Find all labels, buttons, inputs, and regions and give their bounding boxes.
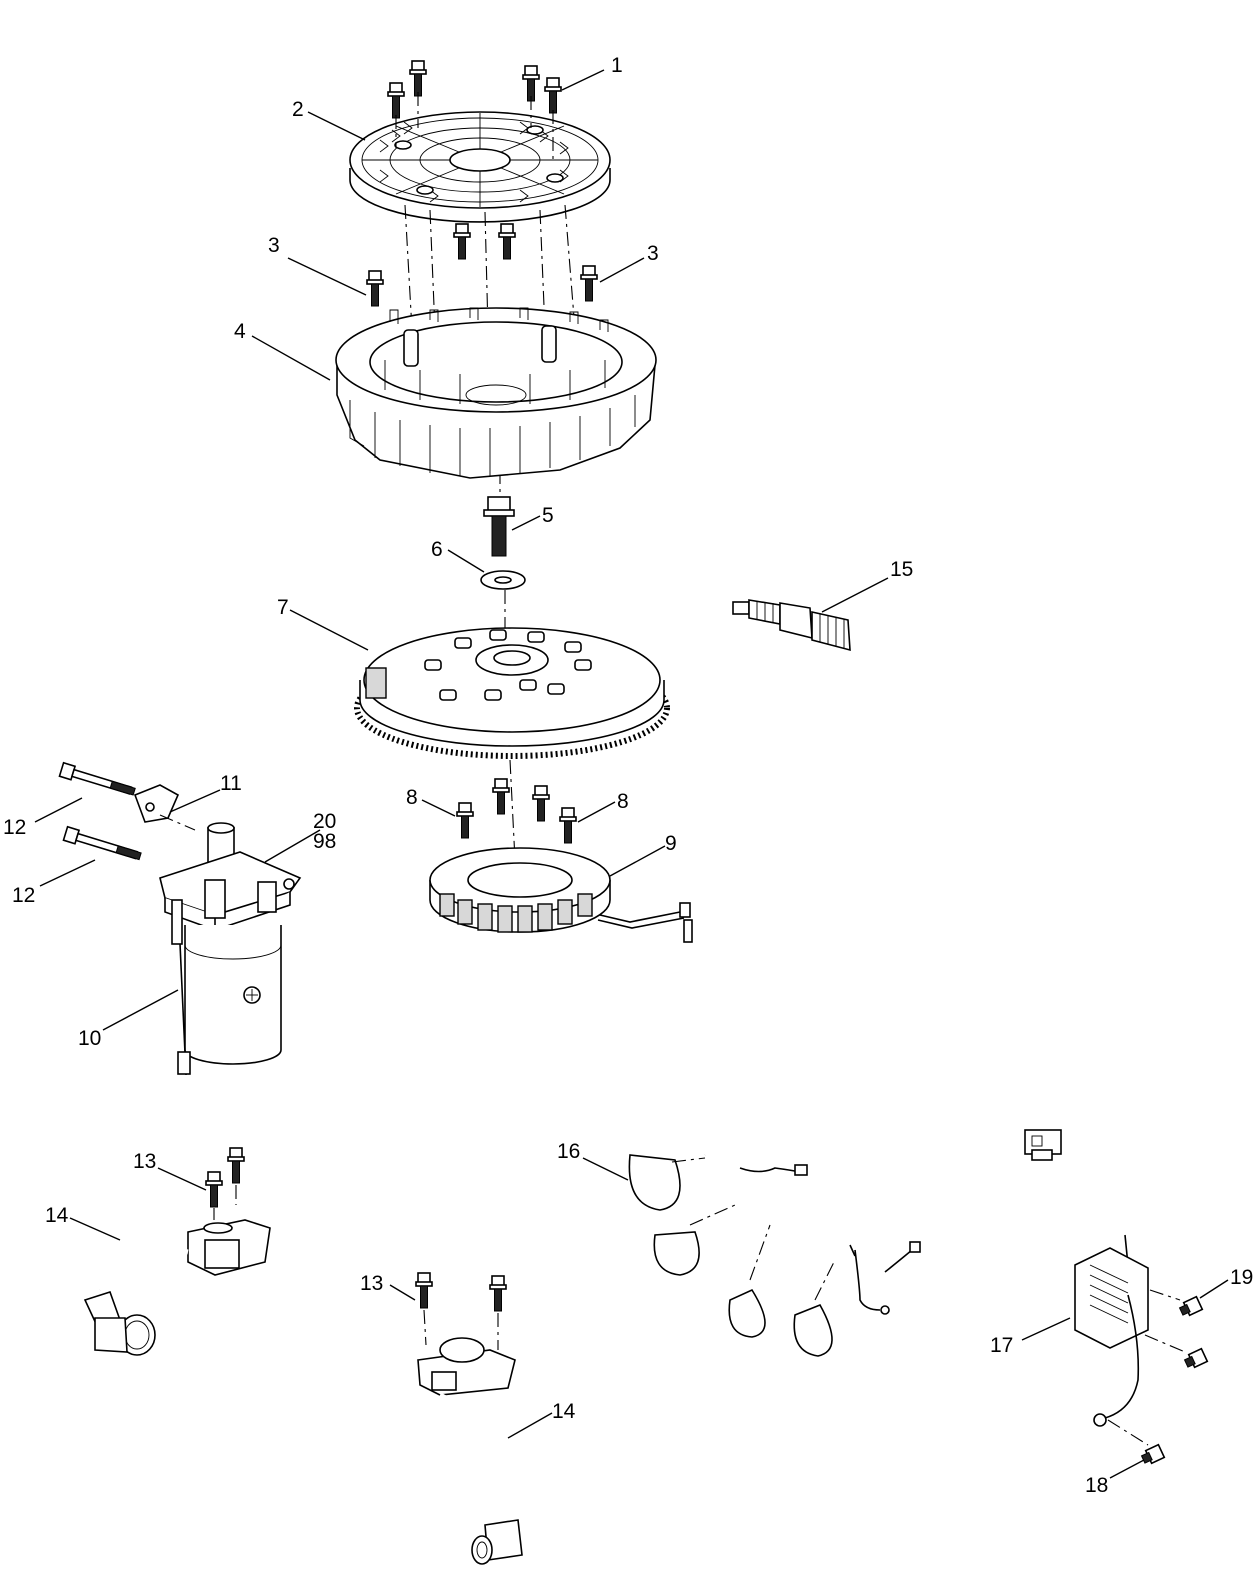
callout-label: 13	[360, 1272, 383, 1295]
callout-label: 8	[617, 790, 629, 813]
callout-label: 10	[78, 1027, 101, 1050]
callout-label: 8	[406, 786, 418, 809]
leader-lines	[34, 69, 1229, 1479]
callout-label: 4	[234, 320, 246, 343]
callout-label: 17	[990, 1334, 1013, 1357]
bolts-part-3	[366, 223, 598, 307]
callout-label: 13	[133, 1150, 156, 1173]
callout-label: 16	[557, 1140, 580, 1163]
fan-screen-part-2	[349, 111, 611, 223]
washer-part-6	[480, 570, 526, 590]
callout-label: 5	[542, 504, 554, 527]
bracket-part-11	[133, 784, 196, 831]
screws-part-8	[456, 778, 577, 844]
callout-label: 14	[45, 1204, 69, 1227]
callout-label: 9	[665, 832, 677, 855]
flywheel-bolt-part-5	[483, 496, 515, 557]
ignition-coil-center-part-14	[415, 1272, 523, 1565]
callout-label: 11	[220, 772, 242, 795]
callout-label: 3	[647, 242, 659, 265]
callout-label: 1	[611, 54, 623, 77]
callout-label: 14	[552, 1400, 576, 1423]
callout-label: 98	[313, 830, 336, 853]
callout-label: 12	[3, 816, 26, 839]
callout-label: 20	[313, 810, 336, 833]
callout-label: 19	[1230, 1266, 1253, 1289]
flywheel-part-7	[354, 627, 670, 759]
spark-plug-part-15	[732, 599, 851, 652]
voltage-regulator-part-17	[1074, 1247, 1186, 1446]
callout-label: 3	[268, 234, 280, 257]
callout-label: 7	[277, 596, 289, 619]
callout-label: 15	[890, 558, 913, 581]
bolts-part-1	[387, 60, 562, 119]
long-bolts-part-12	[58, 761, 142, 861]
ignition-coil-left-part-14	[83, 1147, 271, 1356]
callout-labels: 1 2 3 3 4 5 6 7 15 11 12 20 98 12 8 8 9 …	[3, 54, 1253, 1497]
flywheel-fan-part-4	[335, 307, 657, 479]
callout-label: 18	[1085, 1474, 1108, 1497]
starter-motor-part-10	[159, 822, 302, 1076]
bolts-part-19	[1178, 1295, 1209, 1369]
callout-label: 2	[292, 98, 304, 121]
callout-label: 12	[12, 884, 35, 907]
callout-label: 6	[431, 538, 443, 561]
stator-part-9	[429, 847, 693, 943]
bolt-part-18	[1140, 1443, 1166, 1465]
